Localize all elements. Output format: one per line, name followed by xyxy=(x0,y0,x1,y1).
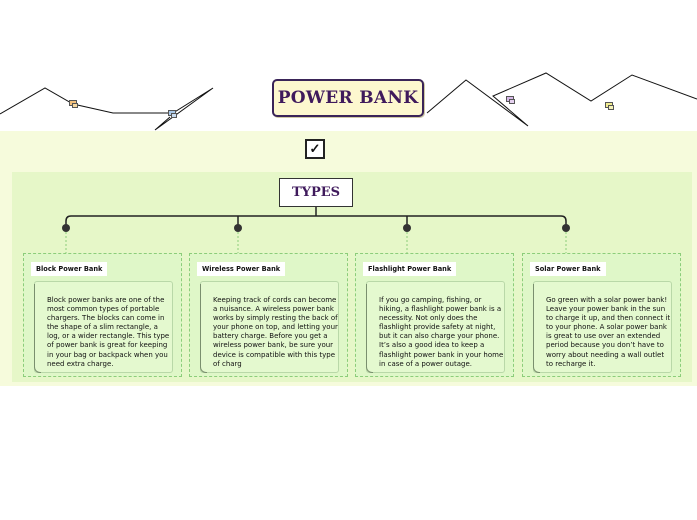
card-wireless-power-bank[interactable]: Wireless Power Bank Keeping track of cor… xyxy=(189,253,348,377)
card-bracket xyxy=(200,284,207,373)
central-topic-title[interactable]: POWER BANK xyxy=(272,79,424,117)
card-title[interactable]: Wireless Power Bank xyxy=(197,262,286,276)
card-text: Go green with a solar power bank! Leave … xyxy=(546,296,671,368)
branch-node-2 xyxy=(234,224,242,232)
purple-marker-icon-small xyxy=(509,99,515,104)
orange-marker-icon-small xyxy=(72,103,78,108)
card-title[interactable]: Solar Power Bank xyxy=(530,262,606,276)
card-block-power-bank[interactable]: Block Power Bank Block power banks are o… xyxy=(23,253,182,377)
card-flashlight-power-bank[interactable]: Flashlight Power Bank If you go camping,… xyxy=(355,253,514,377)
card-text: If you go camping, fishing, or hiking, a… xyxy=(379,296,504,368)
branch-bus-line xyxy=(65,215,567,228)
card-bracket xyxy=(533,284,540,373)
branch-node-1 xyxy=(62,224,70,232)
card-text: Block power banks are one of the most co… xyxy=(47,296,170,368)
branch-node-3 xyxy=(403,224,411,232)
card-solar-power-bank[interactable]: Solar Power Bank Go green with a solar p… xyxy=(522,253,681,377)
branch-node-4 xyxy=(562,224,570,232)
card-body xyxy=(34,281,173,373)
card-bracket xyxy=(366,284,373,373)
card-title[interactable]: Block Power Bank xyxy=(31,262,108,276)
card-text: Keeping track of cords can become a nuis… xyxy=(213,296,338,368)
card-body xyxy=(533,281,672,373)
types-node[interactable]: TYPES xyxy=(279,178,353,207)
checkbox[interactable]: ✓ xyxy=(305,139,325,159)
card-title[interactable]: Flashlight Power Bank xyxy=(363,262,457,276)
card-bracket xyxy=(34,284,41,373)
right-zigzag-line xyxy=(426,72,697,127)
checkmark-icon: ✓ xyxy=(309,141,321,157)
blue-marker-icon-small xyxy=(171,113,177,118)
yellow-marker-icon-small xyxy=(608,105,614,110)
left-zigzag-line xyxy=(0,87,214,131)
